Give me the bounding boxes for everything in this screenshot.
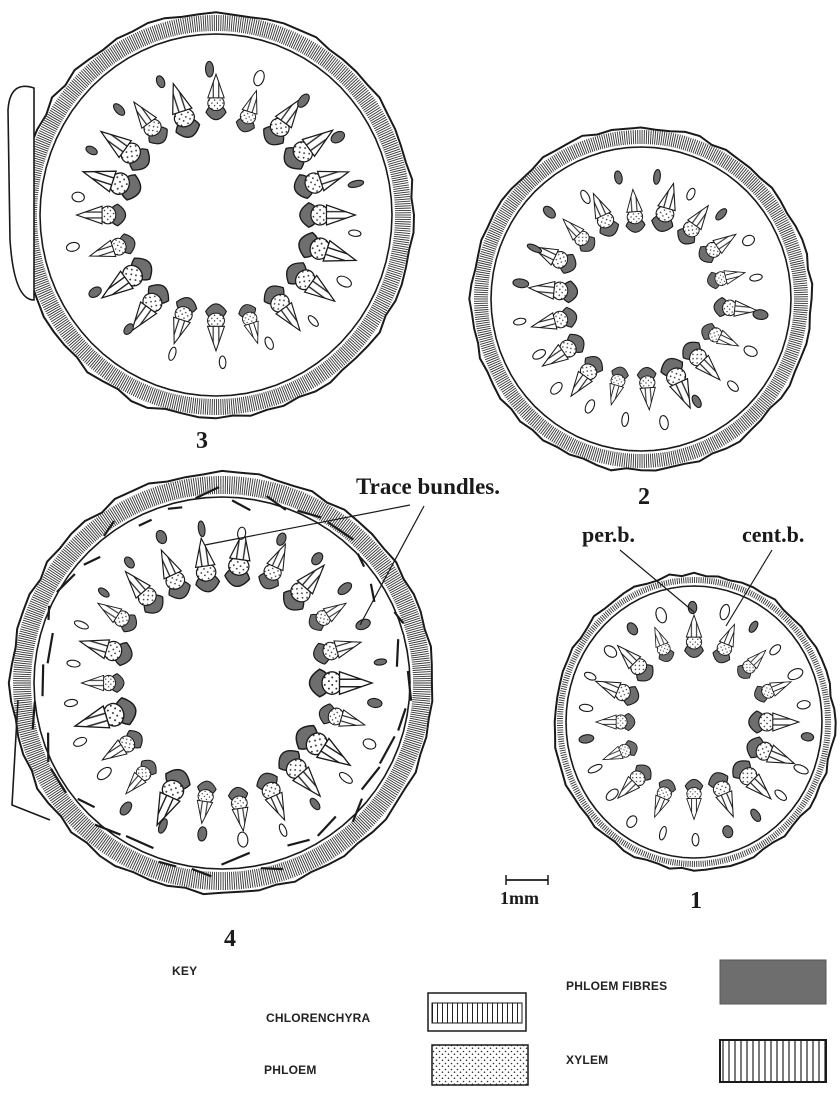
scale-bar-label: 1mm [500, 888, 539, 909]
central-bundle-label: cent.b. [742, 522, 804, 548]
section-3-flange [8, 86, 34, 300]
key-phloem-swatch [432, 1045, 528, 1085]
section-4 [9, 471, 433, 894]
section-1-label: 1 [690, 888, 702, 915]
trace-bundle [261, 868, 283, 869]
key-chlorenchyma-label: CHLORENCHYRA [266, 1011, 370, 1025]
key-chlorenchyma-swatch [428, 993, 526, 1031]
section-2-label: 2 [638, 484, 650, 511]
section-3 [18, 12, 414, 418]
peripheral-bundle [205, 61, 214, 77]
section-3-label: 3 [196, 428, 208, 455]
key-xylem-swatch [720, 1040, 826, 1082]
section-2-ground-tissue [491, 147, 791, 451]
trace-bundle [397, 639, 398, 667]
section-1 [555, 573, 836, 871]
key-phloem-fibres-label: PHLOEM FIBRES [566, 979, 667, 993]
key-phloem-label: PHLOEM [264, 1063, 317, 1077]
trace-bundle [43, 664, 44, 696]
peripheral-bundle [219, 356, 226, 369]
section-2 [469, 128, 812, 471]
peripheral-bundle-label: per.b. [582, 522, 635, 548]
key-title: KEY [172, 964, 197, 978]
trace-bundle [49, 606, 50, 620]
key-xylem-label: XYLEM [566, 1053, 608, 1067]
section-4-label: 4 [224, 926, 236, 953]
key-phloem-fibres-swatch [720, 960, 826, 1004]
trace-bundle [168, 507, 182, 509]
peripheral-bundle [692, 833, 699, 845]
trace-bundles-label: Trace bundles. [356, 474, 500, 500]
